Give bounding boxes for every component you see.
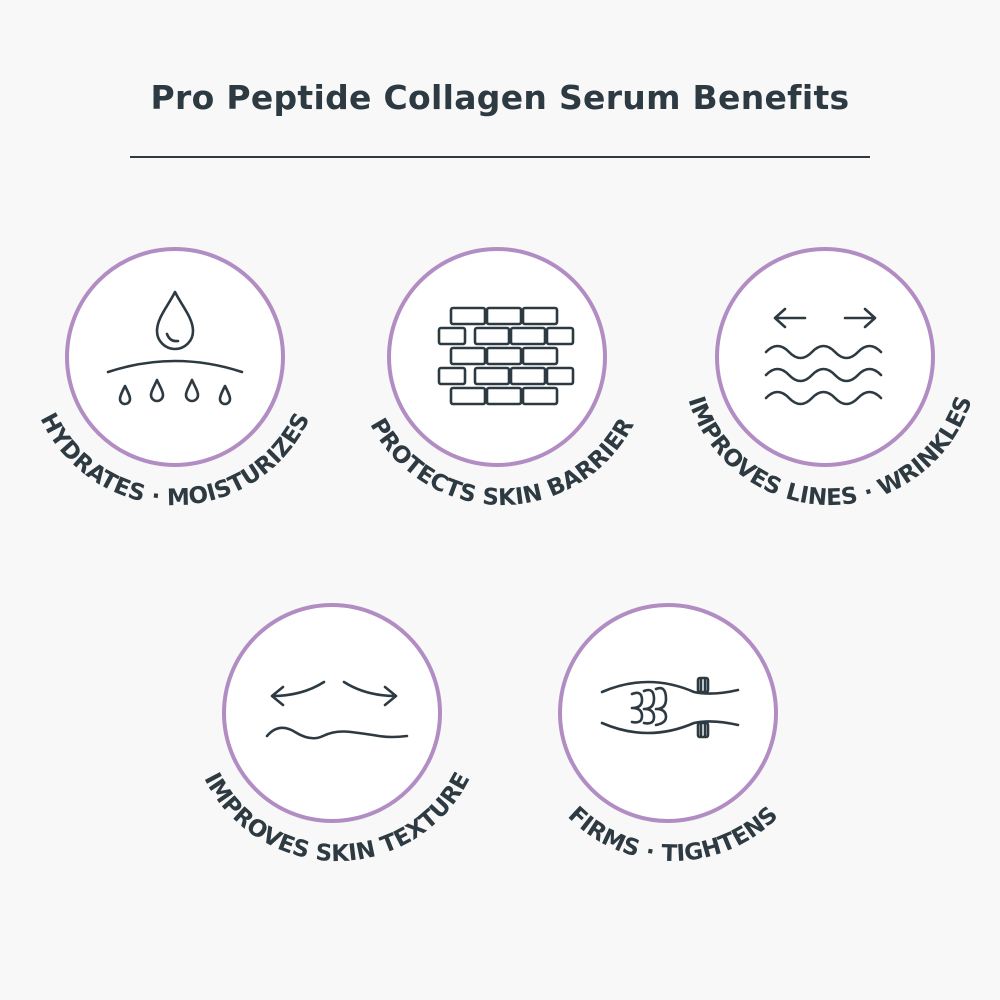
benefit-texture: IMPROVES SKIN TEXTURE — [199, 603, 475, 867]
smooth-wave-icon — [265, 680, 409, 740]
benefit-ring — [65, 247, 285, 467]
arrow-left-icon — [773, 307, 807, 329]
arrow-right-icon — [843, 307, 877, 329]
brick — [521, 346, 559, 366]
brick — [437, 366, 467, 386]
benefit-ring — [715, 247, 935, 467]
brick — [509, 366, 547, 386]
curved-arrow-left-icon — [270, 680, 326, 707]
brick — [449, 306, 487, 326]
benefit-barrier: PROTECTS SKIN BARRIER — [365, 247, 640, 511]
brick — [545, 326, 575, 346]
brick — [485, 386, 523, 406]
title-divider — [130, 156, 870, 158]
spring-tighten-icon — [600, 676, 740, 739]
brick — [485, 346, 523, 366]
brick — [449, 386, 487, 406]
water-drop-icon — [106, 290, 244, 406]
brick — [473, 326, 511, 346]
benefit-firms: FIRMS · TIGHTENS — [558, 603, 783, 867]
benefit-lines-wrinkles: IMPROVES LINES · WRINKLES — [683, 247, 978, 511]
benefit-ring — [558, 603, 778, 823]
stretch-waves-icon — [764, 307, 883, 406]
brick — [521, 386, 559, 406]
brick — [449, 346, 487, 366]
brick — [521, 306, 559, 326]
benefit-hydrates: HYDRATES · MOISTURIZES — [35, 247, 315, 511]
brick — [473, 366, 511, 386]
benefit-ring — [222, 603, 442, 823]
brick-wall-icon — [437, 306, 575, 406]
brick — [437, 326, 467, 346]
curved-arrow-right-icon — [342, 680, 398, 707]
benefit-ring — [387, 247, 607, 467]
brick — [509, 326, 547, 346]
page-title: Pro Peptide Collagen Serum Benefits — [150, 78, 850, 117]
brick — [485, 306, 523, 326]
brick — [545, 366, 575, 386]
